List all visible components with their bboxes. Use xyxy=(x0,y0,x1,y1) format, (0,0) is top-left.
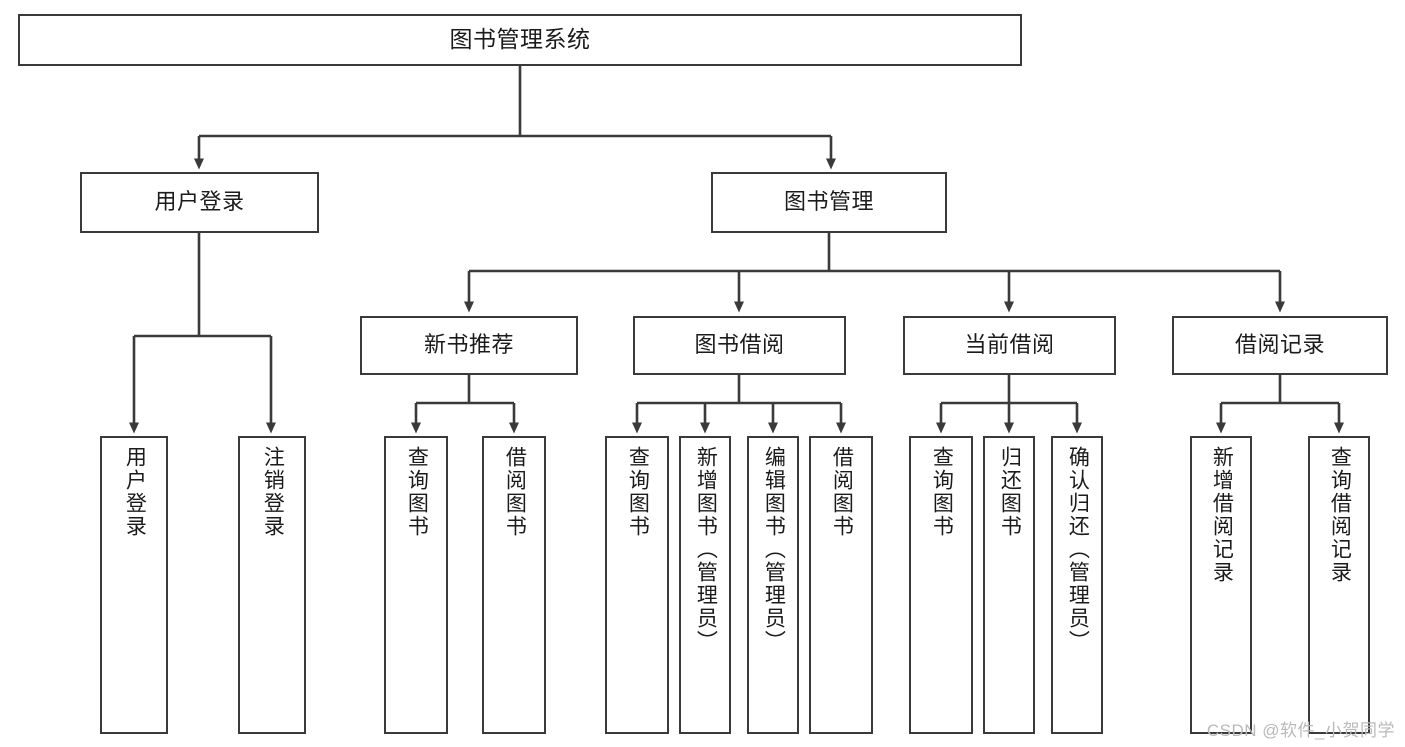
node-label: 确认归还（管理员） xyxy=(1066,446,1090,653)
node-label: 图书管理系统 xyxy=(449,26,591,53)
leaf-confirm-return-admin[interactable]: 确认归还（管理员） xyxy=(1051,436,1103,734)
leaf-add-borrow-record[interactable]: 新增借阅记录 xyxy=(1190,436,1252,734)
leaf-query-book-borrow[interactable]: 查询图书 xyxy=(605,436,669,734)
leaf-logout[interactable]: 注销登录 xyxy=(238,436,306,734)
node-label: 查询借阅记录 xyxy=(1328,446,1352,584)
node-borrow-records[interactable]: 借阅记录 xyxy=(1172,316,1388,375)
node-label: 借阅图书 xyxy=(830,446,854,538)
leaf-edit-book-admin[interactable]: 编辑图书（管理员） xyxy=(747,436,799,734)
node-new-book-recommend[interactable]: 新书推荐 xyxy=(360,316,578,375)
leaf-add-book-admin[interactable]: 新增图书（管理员） xyxy=(679,436,731,734)
leaf-query-book-recommend[interactable]: 查询图书 xyxy=(384,436,448,734)
leaf-borrow-book-recommend[interactable]: 借阅图书 xyxy=(482,436,546,734)
node-label: 编辑图书（管理员） xyxy=(762,446,786,653)
node-label: 图书借阅 xyxy=(694,332,785,358)
node-label: 新增借阅记录 xyxy=(1210,446,1234,584)
node-label: 图书管理 xyxy=(783,189,874,215)
node-root-system[interactable]: 图书管理系统 xyxy=(18,14,1022,66)
leaf-user-login[interactable]: 用户登录 xyxy=(100,436,168,734)
node-label: 查询图书 xyxy=(626,446,650,538)
node-book-management[interactable]: 图书管理 xyxy=(711,172,947,233)
node-label: 归还图书 xyxy=(998,446,1022,538)
node-label: 借阅图书 xyxy=(503,446,527,538)
leaf-query-book-current[interactable]: 查询图书 xyxy=(909,436,973,734)
leaf-query-borrow-record[interactable]: 查询借阅记录 xyxy=(1308,436,1370,734)
node-label: 注销登录 xyxy=(261,446,285,538)
node-label: 用户登录 xyxy=(123,446,147,538)
node-user-login[interactable]: 用户登录 xyxy=(80,172,319,233)
node-book-borrow[interactable]: 图书借阅 xyxy=(633,316,846,375)
node-label: 当前借阅 xyxy=(964,332,1055,358)
watermark: CSDN @软件_小贺同学 xyxy=(1206,721,1395,740)
node-label: 新书推荐 xyxy=(423,332,514,358)
node-label: 新增图书（管理员） xyxy=(694,446,718,653)
node-current-borrow[interactable]: 当前借阅 xyxy=(903,316,1116,375)
node-label: 查询图书 xyxy=(405,446,429,538)
leaf-borrow-book[interactable]: 借阅图书 xyxy=(809,436,873,734)
node-label: 借阅记录 xyxy=(1234,332,1325,358)
node-label: 用户登录 xyxy=(154,189,245,215)
leaf-return-book[interactable]: 归还图书 xyxy=(983,436,1035,734)
node-label: 查询图书 xyxy=(930,446,954,538)
